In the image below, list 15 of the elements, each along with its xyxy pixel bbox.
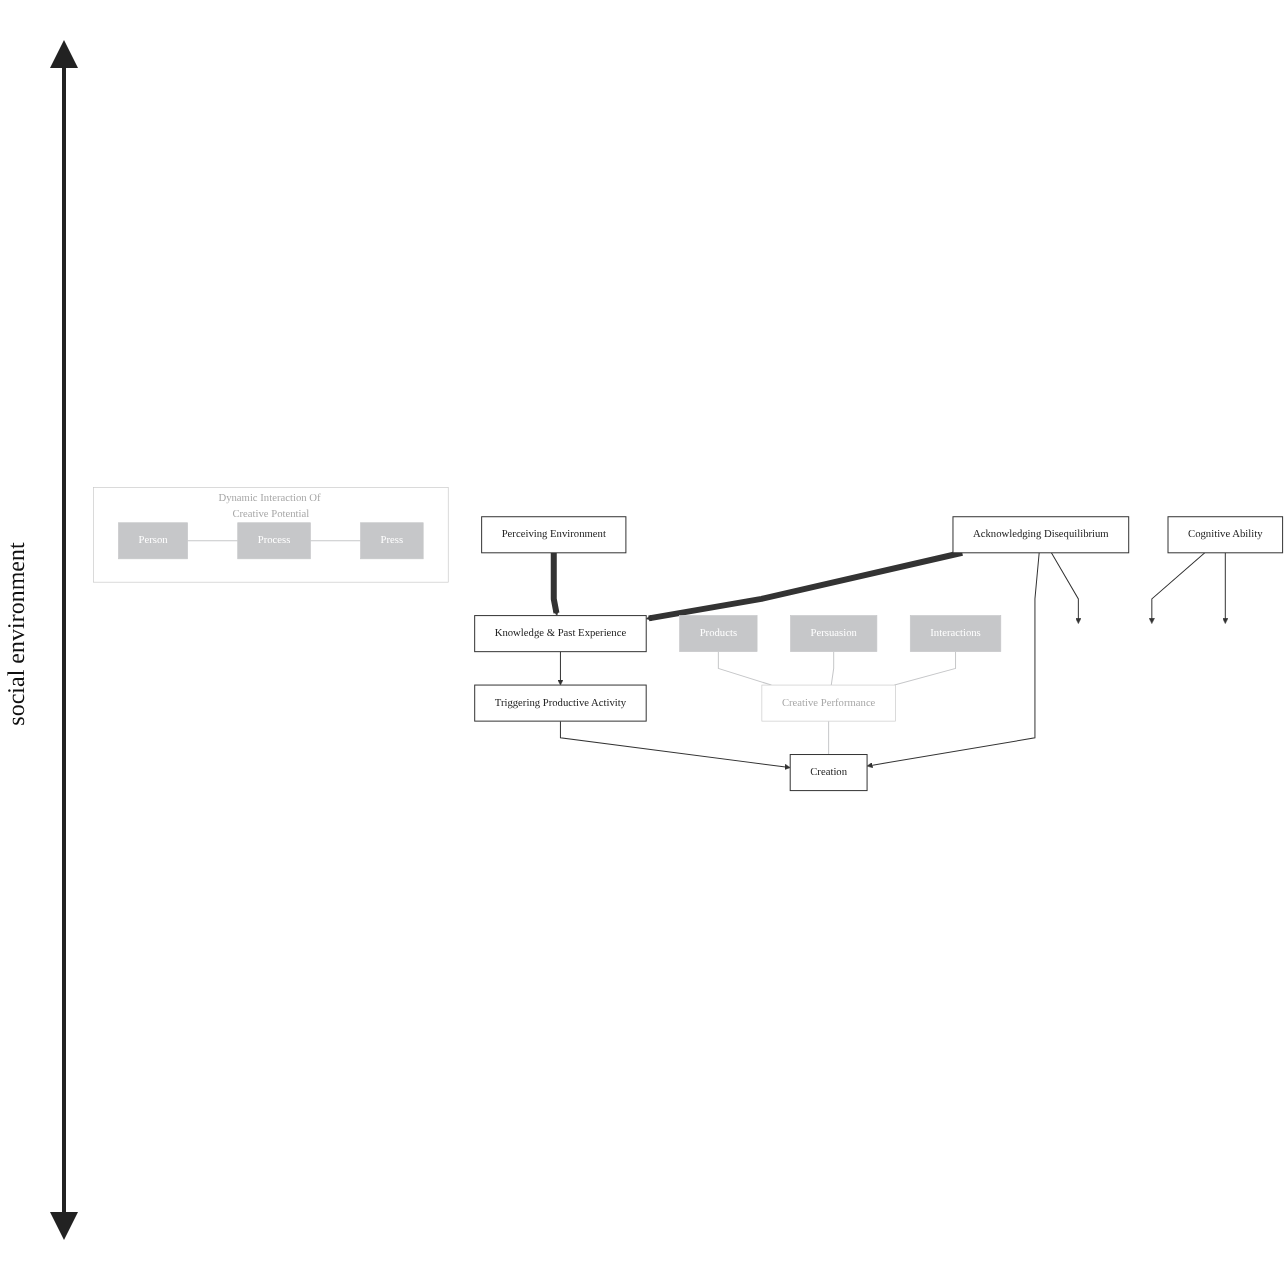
arrow [1148, 552, 1206, 624]
axis-label: social environment [2, 540, 30, 730]
connector [894, 651, 957, 686]
connector [309, 540, 362, 542]
arrow [866, 552, 1040, 769]
arrow [550, 552, 560, 616]
arrow [559, 720, 791, 770]
connector [828, 720, 830, 756]
connector [717, 651, 772, 686]
connector [830, 651, 835, 686]
arrow [645, 549, 963, 622]
arrow [1222, 552, 1229, 624]
arrow [1050, 552, 1082, 624]
arrow [557, 651, 564, 686]
connector [187, 540, 239, 542]
